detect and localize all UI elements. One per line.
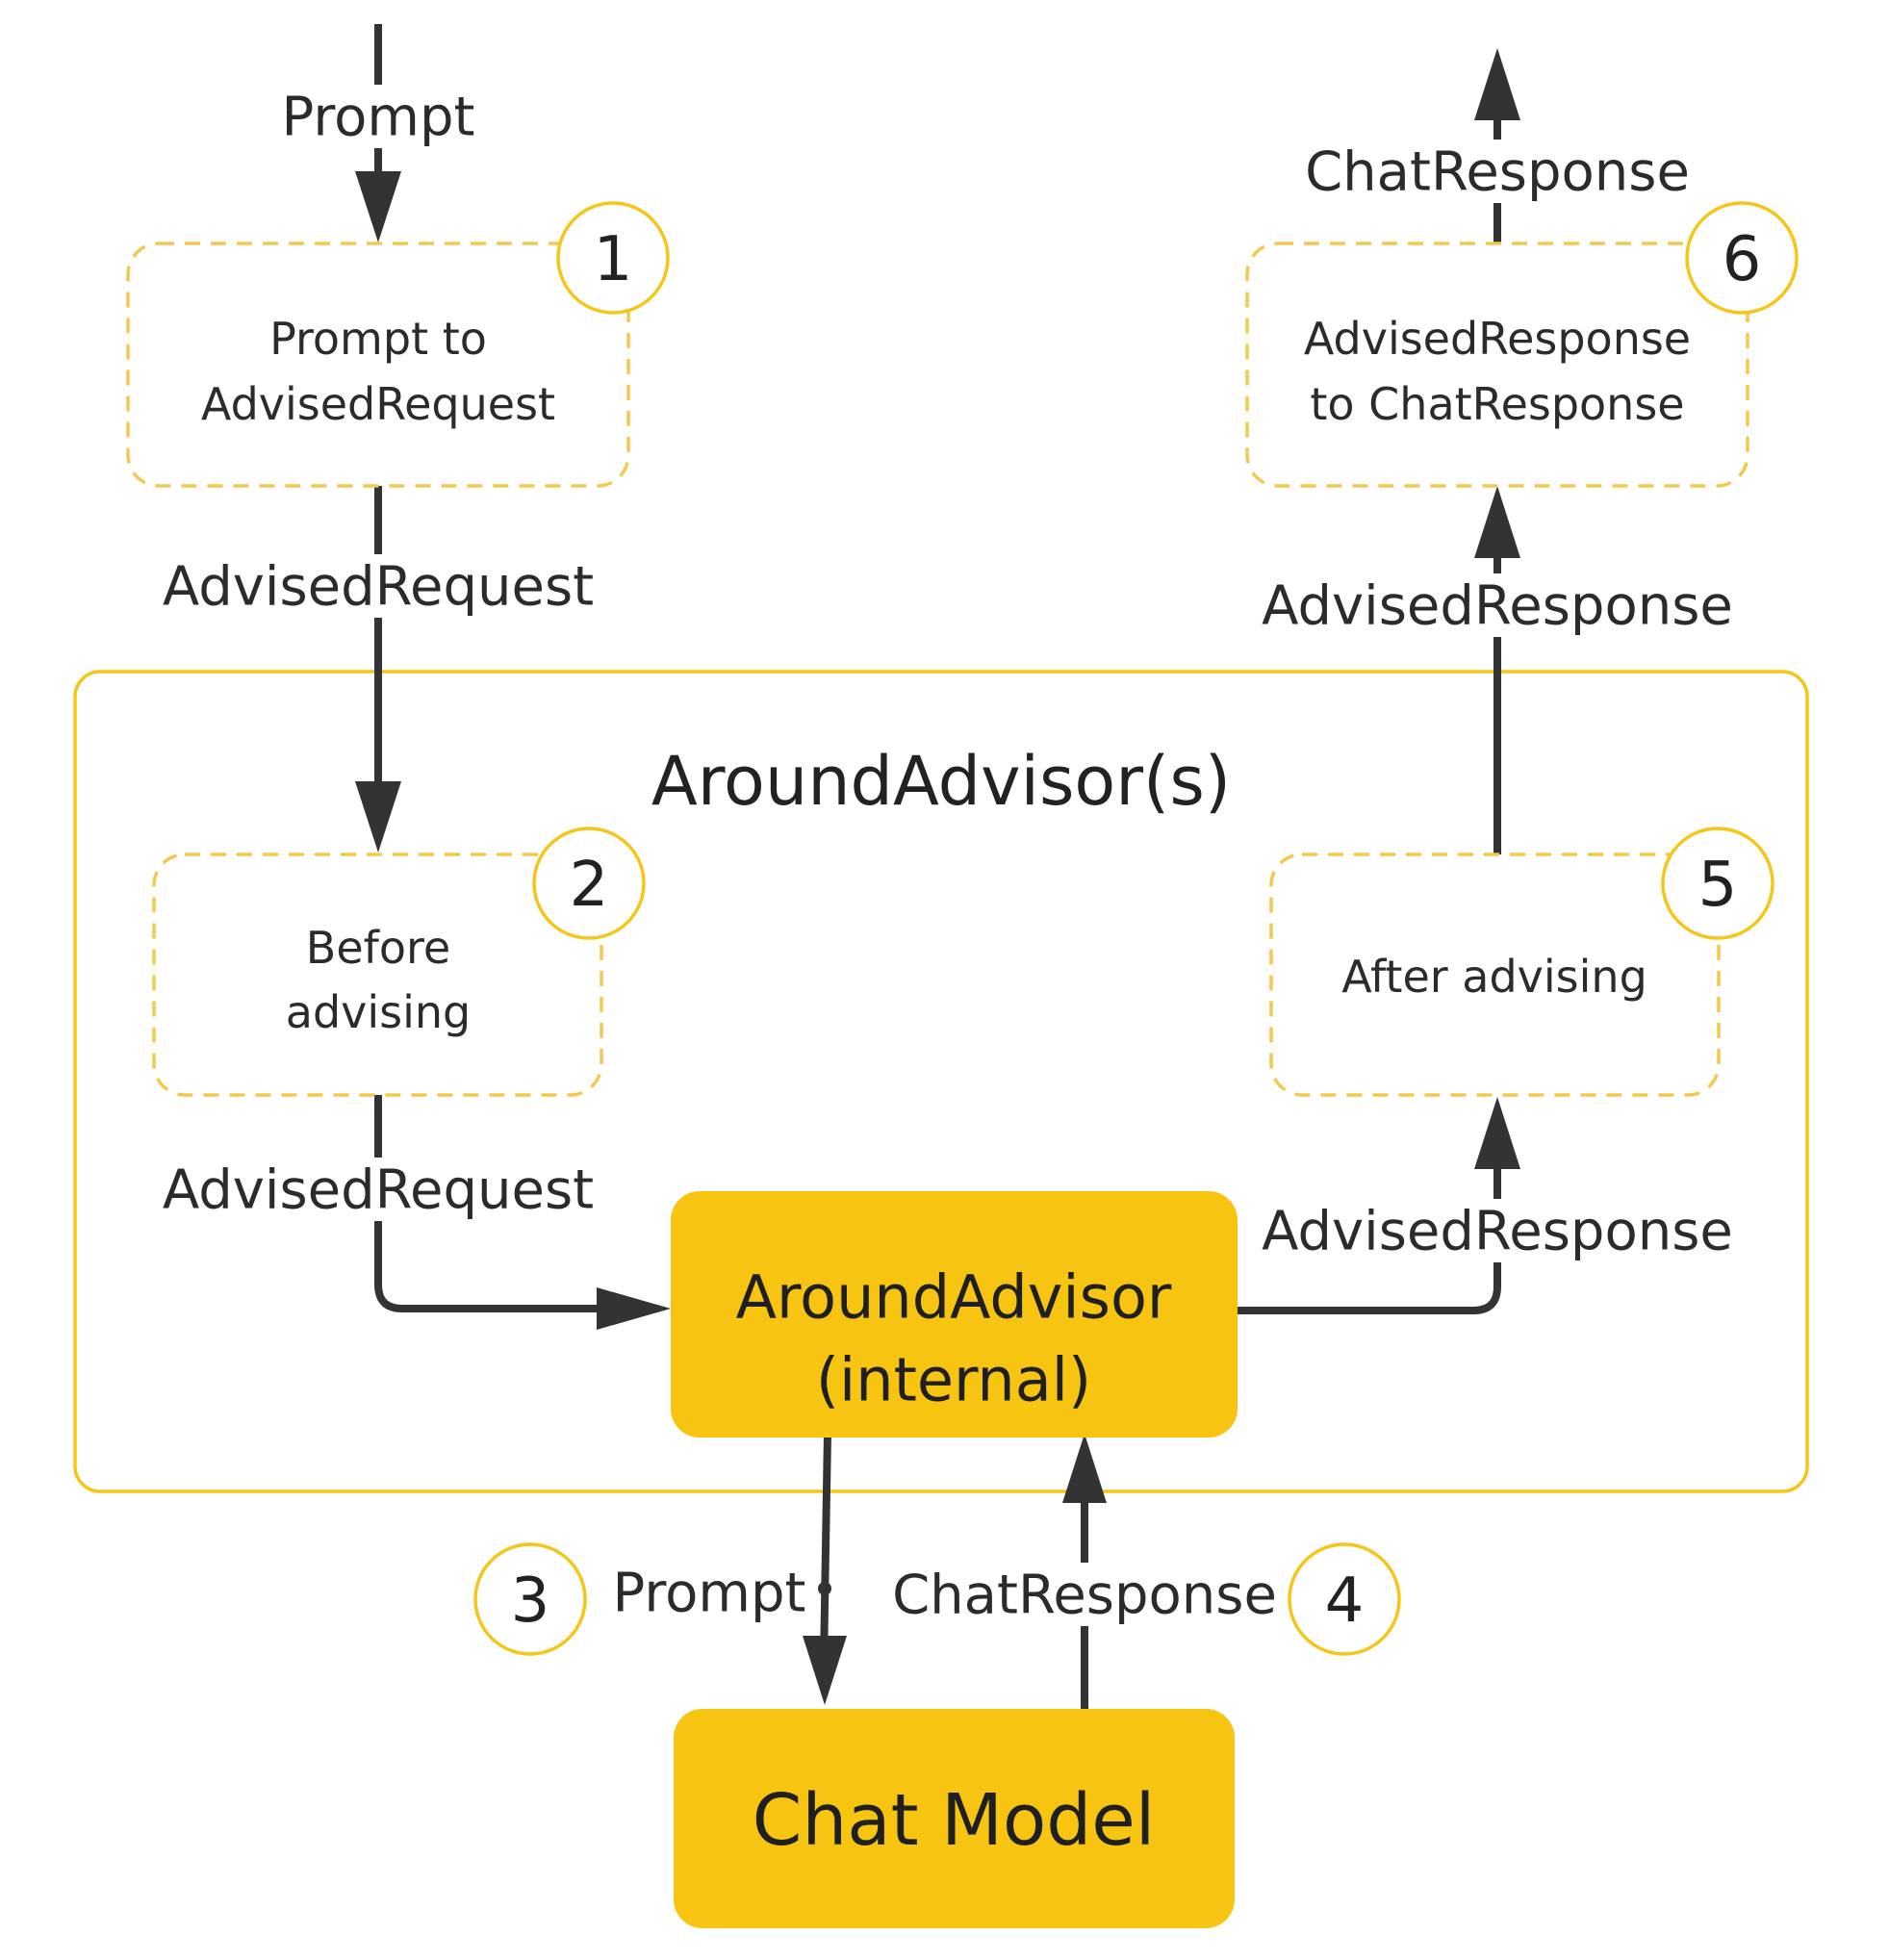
- arrowhead-input-prompt: [355, 171, 401, 242]
- label-bg-advised-response-1: [1273, 1199, 1722, 1262]
- edge-label-advised-request-1: AdvisedRequest: [163, 556, 594, 619]
- around-advisors-title: AroundAdvisor(s): [651, 742, 1231, 821]
- arrowhead-output-chat-response: [1474, 48, 1520, 120]
- arrowhead-advised-response-1: [1474, 1097, 1520, 1169]
- step2-badge: [532, 827, 646, 940]
- internal-advisor-box: [671, 1191, 1238, 1438]
- arrowhead-chat-response-from-model: [1062, 1434, 1107, 1503]
- step5-badge: [1661, 827, 1774, 940]
- internal-advisor-line1: AroundAdvisor: [736, 1262, 1172, 1333]
- edge-prompt-to-model: [820, 1433, 831, 1664]
- arrowhead-prompt-to-model: [803, 1636, 847, 1705]
- step2-number: 2: [570, 850, 609, 921]
- step1-badge: [556, 201, 670, 315]
- step4-badge: [1288, 1542, 1401, 1656]
- chat-model-box: [674, 1709, 1235, 1928]
- step6-number: 6: [1723, 224, 1762, 295]
- step2-line1: Before: [306, 922, 450, 974]
- step5-box: [1269, 853, 1721, 1097]
- step6-box: [1245, 242, 1749, 488]
- edge-label-prompt-to-model: Prompt: [613, 1563, 806, 1625]
- step2-box: [152, 853, 603, 1097]
- step1-line2: AdvisedRequest: [201, 378, 555, 430]
- label-bg-advised-request-1: [178, 554, 580, 618]
- step6-badge: [1685, 201, 1799, 315]
- edge-label-chat-response-from-model: ChatResponse: [892, 1565, 1277, 1627]
- label-bg-advised-request-2: [178, 1158, 580, 1221]
- arrowhead-advised-response-2: [1474, 486, 1520, 558]
- step6-line1: AdvisedResponse: [1304, 313, 1691, 365]
- step5-number: 5: [1698, 850, 1738, 921]
- step1-box: [126, 242, 630, 488]
- step5-line1: After advising: [1341, 951, 1647, 1003]
- step1-line1: Prompt to: [269, 313, 487, 365]
- edge-prompt-dot: [818, 1582, 831, 1595]
- arrowhead-advised-request-1: [355, 781, 401, 853]
- step4-number: 4: [1325, 1565, 1365, 1637]
- internal-advisor-line2: (internal): [816, 1345, 1091, 1415]
- step3-number: 3: [511, 1565, 550, 1637]
- step1-number: 1: [594, 224, 633, 295]
- label-bg-chat-response-from-model: [903, 1563, 1264, 1626]
- label-bg-advised-response-2: [1273, 573, 1722, 637]
- edge-advised-request-2: [374, 1095, 625, 1312]
- edge-advised-response-1: [1235, 1150, 1501, 1314]
- label-bg-input-prompt: [279, 85, 481, 148]
- arrowhead-advised-request-2: [597, 1287, 671, 1330]
- edge-label-input-prompt: Prompt: [282, 87, 475, 149]
- around-advisors-group: [73, 670, 1809, 1493]
- step6-line2: to ChatResponse: [1310, 378, 1684, 430]
- chat-model-label: Chat Model: [753, 1779, 1156, 1862]
- edge-label-advised-response-2: AdvisedResponse: [1262, 575, 1733, 638]
- label-bg-output-chat-response: [1315, 140, 1679, 203]
- edge-label-advised-request-2: AdvisedRequest: [163, 1159, 594, 1222]
- step3-badge: [473, 1542, 587, 1656]
- step2-line2: advising: [286, 986, 472, 1038]
- edge-label-advised-response-1: AdvisedResponse: [1262, 1201, 1733, 1263]
- edge-label-output-chat-response: ChatResponse: [1305, 141, 1690, 204]
